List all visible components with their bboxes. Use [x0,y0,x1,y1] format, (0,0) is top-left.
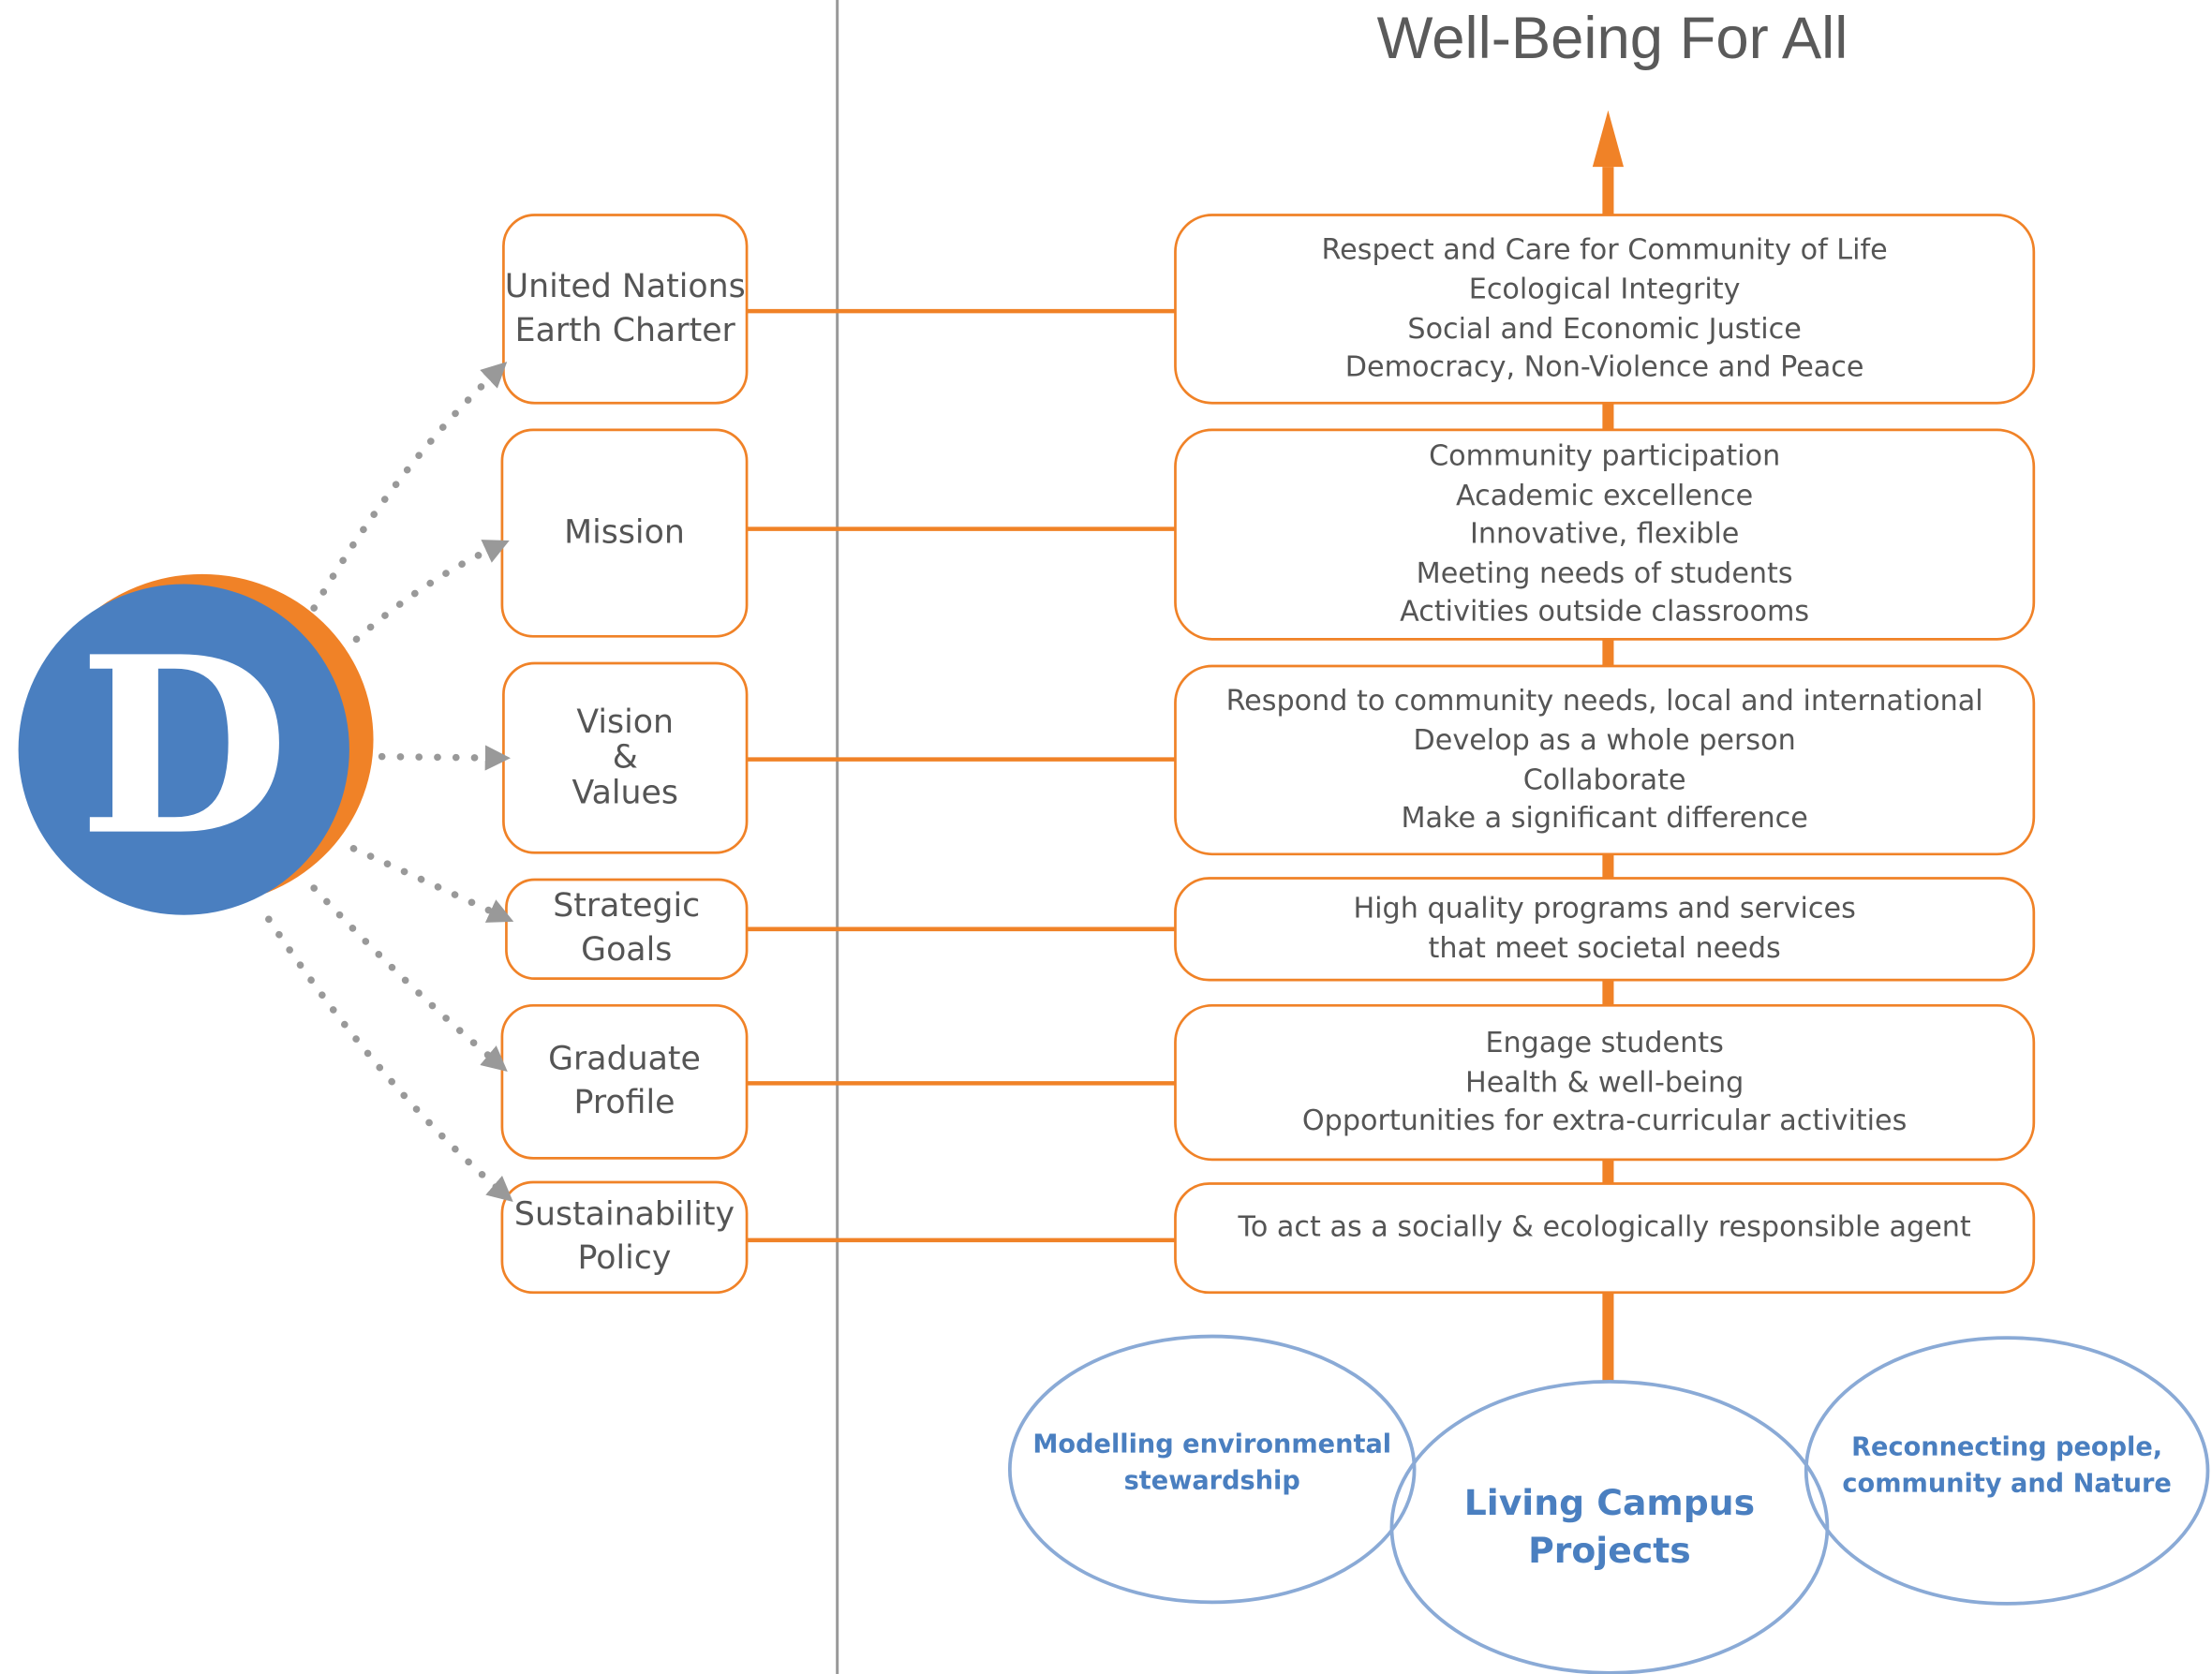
left-box-label-4: Strategic Goals [506,880,747,979]
dotted-arrow-4 [349,844,514,923]
value-box-2-line-4: Meeting needs of students [1416,555,1793,590]
value-box-1 [1174,214,2036,405]
left-box-1-line-1: United Nations [504,268,746,305]
left-box-1 [502,214,749,405]
diagram-title: Well-Being For All [1376,4,1848,71]
circle-reconnecting [1804,1336,2210,1606]
circle-modelling-line-1: Modelling environmental [1032,1430,1392,1459]
left-box-6-line-2: Policy [577,1239,672,1278]
value-box-4-line-2: that meet societal needs [1428,930,1781,965]
left-box-label-5: Graduate Profile [502,1005,747,1158]
circle-living-campus-line-1: Living Campus [1463,1482,1756,1523]
value-box-label-6: To act as a socially & ecologically resp… [1175,1184,2033,1272]
left-box-1-line-2: Earth Charter [514,311,735,349]
value-box-5-line-1: Engage students [1485,1025,1724,1059]
value-box-2-line-1: Community participation [1429,437,1781,473]
value-box-2 [1174,428,2036,641]
value-box-label-5: Engage students Health & well-being Oppo… [1175,1005,2033,1160]
left-box-3-line-2: & [612,738,638,777]
circle-living-campus-label: Living Campus Projects [1401,1476,1819,1578]
left-box-5-line-2: Profile [573,1084,675,1122]
value-box-label-4: High quality programs and services that … [1175,878,2033,980]
logo-circle [18,584,349,915]
left-box-4 [505,878,749,981]
left-box-4-line-1: Strategic [553,888,701,926]
value-box-4 [1174,877,2036,982]
value-box-label-3: Respond to community needs, local and in… [1175,666,2033,854]
left-box-6 [500,1180,749,1295]
value-box-3-line-2: Develop as a whole person [1413,722,1796,757]
left-box-2-line-1: Mission [564,513,685,551]
value-box-1-line-1: Respect and Care for Community of Life [1321,232,1888,267]
value-box-2-line-2: Academic excellence [1456,477,1754,511]
dotted-arrow-3 [378,745,511,771]
left-box-3-line-3: Values [572,774,678,811]
value-box-2-line-5: Activities outside classrooms [1400,594,1810,629]
value-box-5-line-2: Health & well-being [1465,1064,1744,1099]
value-box-6-line-1: To act as a socially & ecologically resp… [1238,1209,1971,1244]
logo-letter: D [78,602,289,890]
left-box-5 [500,1003,749,1160]
value-box-label-1: Respect and Care for Community of Life E… [1175,215,2033,403]
left-box-2 [500,428,749,638]
dotted-arrow-1 [310,362,508,612]
left-box-label-3: Vision & Values [503,663,747,852]
value-box-3-line-4: Make a significant difference [1401,800,1808,835]
value-box-6 [1174,1182,2036,1295]
value-box-1-line-2: Ecological Integrity [1468,271,1741,305]
value-box-5 [1174,1003,2036,1162]
circle-reconnecting-line-1: Reconnecting people, [1851,1432,2163,1462]
value-box-3 [1174,664,2036,856]
left-box-4-line-2: Goals [581,931,673,970]
value-box-1-line-4: Democracy, Non-Violence and Peace [1344,349,1864,384]
circle-reconnecting-line-2: community and Nature [1842,1469,2172,1500]
circle-reconnecting-label: Reconnecting people, community and Natur… [1806,1417,2208,1517]
left-box-label-2: Mission [502,430,747,636]
value-box-3-line-1: Respond to community needs, local and in… [1225,683,1983,718]
dotted-arrow-2 [352,540,510,644]
left-box-6-line-1: Sustainability [513,1196,735,1234]
value-box-label-2: Community participation Academic excelle… [1175,430,2033,639]
dotted-arrow-6 [265,915,513,1202]
value-box-5-line-3: Opportunities for extra-curricular activ… [1301,1103,1908,1138]
circle-living-campus-line-2: Projects [1528,1530,1691,1572]
value-box-2-line-3: Innovative, flexible [1469,516,1740,551]
left-box-label-1: United Nations Earth Charter [503,215,747,403]
dotted-arrow-5 [310,884,508,1072]
left-box-3-line-1: Vision [576,704,675,741]
circle-modelling-line-2: stewardship [1123,1466,1300,1497]
left-box-5-line-1: Graduate [548,1041,701,1078]
value-box-1-line-3: Social and Economic Justice [1407,310,1802,345]
up-arrow-head [1592,110,1625,168]
circle-modelling-label: Modelling environmental stewardship [1010,1415,1415,1514]
value-box-4-line-1: High quality programs and services [1353,891,1856,926]
circle-modelling [1007,1334,1417,1605]
left-box-label-6: Sustainability Policy [502,1182,747,1293]
value-box-3-line-3: Collaborate [1522,761,1686,796]
